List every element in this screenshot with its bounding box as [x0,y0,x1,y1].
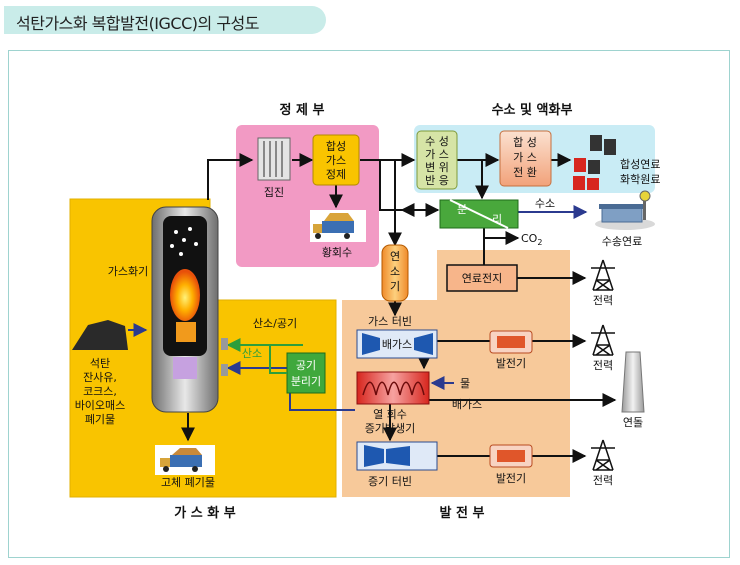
generator-1-icon [489,330,533,354]
oxygen-label: 산소 [242,347,262,360]
diagram-title: 석탄가스화 복합발전(IGCC)의 구성도 [16,14,259,33]
feedstock-labels: 석탄 잔사유, 코크스, 바이오매스 폐기물 [75,357,126,426]
syngas-purification-1: 합성 [326,140,346,153]
co2-text: CO [521,232,538,245]
feedstock-1: 석탄 [90,357,110,370]
syngas-conversion-box [499,130,552,187]
conversion-2: 가 스 [513,151,537,164]
gas-turbine-label: 가스 터빈 [368,315,412,328]
power-tower-2-icon [591,324,615,356]
diagram-frame [8,50,730,558]
sulfur-recovery-label: 황회수 [322,246,352,259]
air-separation-2: 분리기 [291,375,321,388]
electricity-1-label: 전력 [593,294,613,307]
air-separation-box [286,352,326,394]
gas-turbine-exhaust-label: 배가스 [382,338,412,351]
shift-3: 변 위 [425,161,449,174]
exhaust-gas-label: 배가스 [452,398,482,411]
generator-2-label: 발전기 [496,472,526,485]
separator-box [439,199,519,229]
chimney-icon [621,351,645,413]
gasifier [151,206,228,413]
feedstock-3: 코크스, [83,385,117,398]
steam-turbine-icon [356,441,438,471]
co2-label: CO2 [521,232,542,247]
power-tower-3-icon [591,439,615,471]
feedstock-2: 잔사유, [83,371,117,384]
shift-1: 수 성 [425,135,449,148]
fuel-cell-box [446,264,518,292]
section-gasification: 가 스 화 부 [174,505,235,521]
synthetic-fuel-1: 합성연료 [620,158,660,171]
feedstock-4: 바이오매스 [75,399,126,412]
electricity-3-label: 전력 [593,474,613,487]
air-separation-1: 공기 [296,359,316,372]
water-gas-shift-box [416,130,458,190]
section-hydrogen: 수소 및 액화부 [492,102,573,118]
dust-collection-label: 집진 [264,186,284,199]
gas-station-icon [595,190,655,230]
gasifier-label: 가스화기 [108,265,148,278]
sulfur-truck-icon [310,210,366,242]
transport-fuel-label: 수송연료 [602,235,642,248]
fuel-cell-label: 연료전지 [462,272,502,285]
conversion-3: 전 환 [513,166,537,179]
chimney-label: 연돌 [623,416,643,429]
combustor-3: 기 [390,280,400,293]
solid-waste-truck-icon [155,445,215,475]
power-tower-1-icon [591,259,615,291]
water-label: 물 [460,377,470,390]
hrsg-label-2: 증기발생기 [365,422,416,435]
combustor-2: 소 [390,265,400,278]
coal-pile-icon [72,320,128,350]
steam-turbine-label: 증기 터빈 [368,475,412,488]
separator-label-1: 분 [457,203,467,216]
dust-filter-icon [257,137,291,181]
syngas-purification-3: 정제 [326,168,346,181]
gas-turbine-icon [356,329,438,359]
solid-waste-label: 고체 폐기물 [161,476,215,489]
co2-subscript: 2 [537,238,542,247]
oxygen-air-label: 산소/공기 [253,317,297,330]
generator-1-label: 발전기 [496,357,526,370]
combustor-box [381,244,409,302]
syngas-purification-2: 가스 [326,154,346,167]
hrsg-box [356,371,430,405]
separator-label-2: 리 [492,213,502,226]
syngas-purification-box [312,134,360,186]
conversion-1: 합 성 [513,136,537,149]
shift-2: 가 스 [425,148,449,161]
hrsg-label-1: 열 회수 [373,408,407,421]
electricity-2-label: 전력 [593,359,613,372]
title-bar: 석탄가스화 복합발전(IGCC)의 구성도 [4,6,326,34]
shift-4: 반 응 [425,174,449,187]
generator-2-icon [489,444,533,468]
synthetic-fuel-2: 화학원료 [620,173,660,186]
feedstock-5: 폐기물 [85,413,115,426]
combustor-1: 연 [390,250,400,263]
hydrogen-label: 수소 [535,197,555,210]
section-purification: 정 제 부 [280,102,325,118]
section-power: 발 전 부 [440,505,485,521]
fuel-barrels-icon [573,135,616,190]
